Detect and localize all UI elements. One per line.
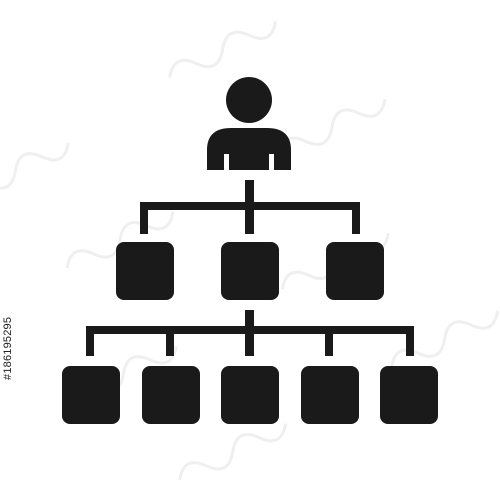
connector-drop-d (325, 326, 333, 356)
connector-drop-a (86, 326, 94, 356)
node-level-2-a (62, 366, 120, 424)
node-level-2-c (221, 366, 279, 424)
connector-mid (245, 310, 254, 332)
org-chart-shapes (62, 77, 438, 424)
connector-drop-e (406, 326, 414, 356)
person-arm-left (224, 154, 229, 170)
node-level-2-e (380, 366, 438, 424)
connector-drop-2 (245, 202, 254, 234)
node-level-2-d (301, 366, 359, 424)
connector-top (245, 180, 254, 208)
person-body-icon (207, 128, 291, 170)
node-level-1-b (221, 242, 279, 300)
connector-drop-c (245, 326, 254, 356)
person-arm-right (269, 154, 274, 170)
connector-drop-1 (140, 202, 148, 234)
node-level-2-b (142, 366, 200, 424)
node-level-1-c (326, 242, 384, 300)
connector-drop-b (166, 326, 174, 356)
connector-drop-3 (352, 202, 360, 234)
stock-id-label: #186195295 (2, 316, 14, 380)
person-head-icon (226, 77, 272, 123)
node-level-1-a (116, 242, 174, 300)
